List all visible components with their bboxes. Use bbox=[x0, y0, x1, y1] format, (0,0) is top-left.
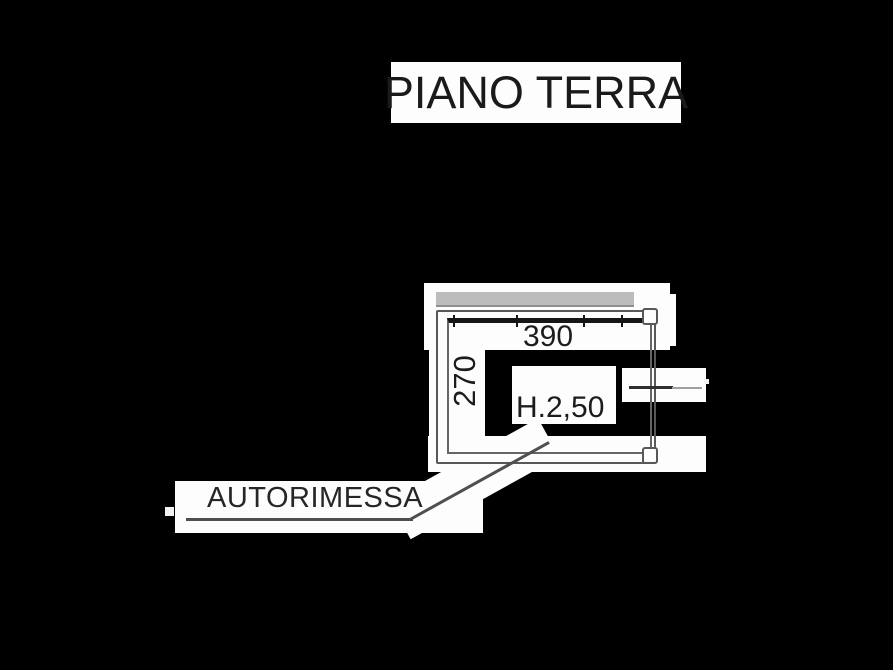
opening-tick bbox=[629, 386, 673, 389]
title-box: PIANO TERRA bbox=[384, 62, 688, 123]
top-wall-fill bbox=[436, 292, 634, 307]
paper-speck bbox=[704, 379, 709, 384]
corner-notch-top-right bbox=[642, 308, 658, 325]
opening-tick-extension bbox=[672, 387, 702, 389]
dimension-tick bbox=[516, 315, 518, 327]
corner-notch-bottom-right bbox=[642, 447, 658, 464]
paper-patch-center bbox=[512, 366, 616, 424]
dimension-tick bbox=[621, 315, 623, 327]
paper-patch-window bbox=[622, 368, 706, 402]
dimension-tick bbox=[453, 315, 455, 327]
room-label: AUTORIMESSA bbox=[207, 482, 424, 514]
dimension-tick bbox=[583, 315, 585, 327]
page-title: PIANO TERRA bbox=[383, 66, 689, 118]
dim-width-label: 390 bbox=[522, 320, 574, 353]
paper-patch-left bbox=[429, 303, 485, 441]
dim-depth-label: 270 bbox=[447, 355, 482, 407]
room-label-underline bbox=[186, 518, 413, 521]
paper-speck bbox=[165, 507, 174, 516]
ceiling-height-label: H.2,50 bbox=[516, 391, 605, 424]
